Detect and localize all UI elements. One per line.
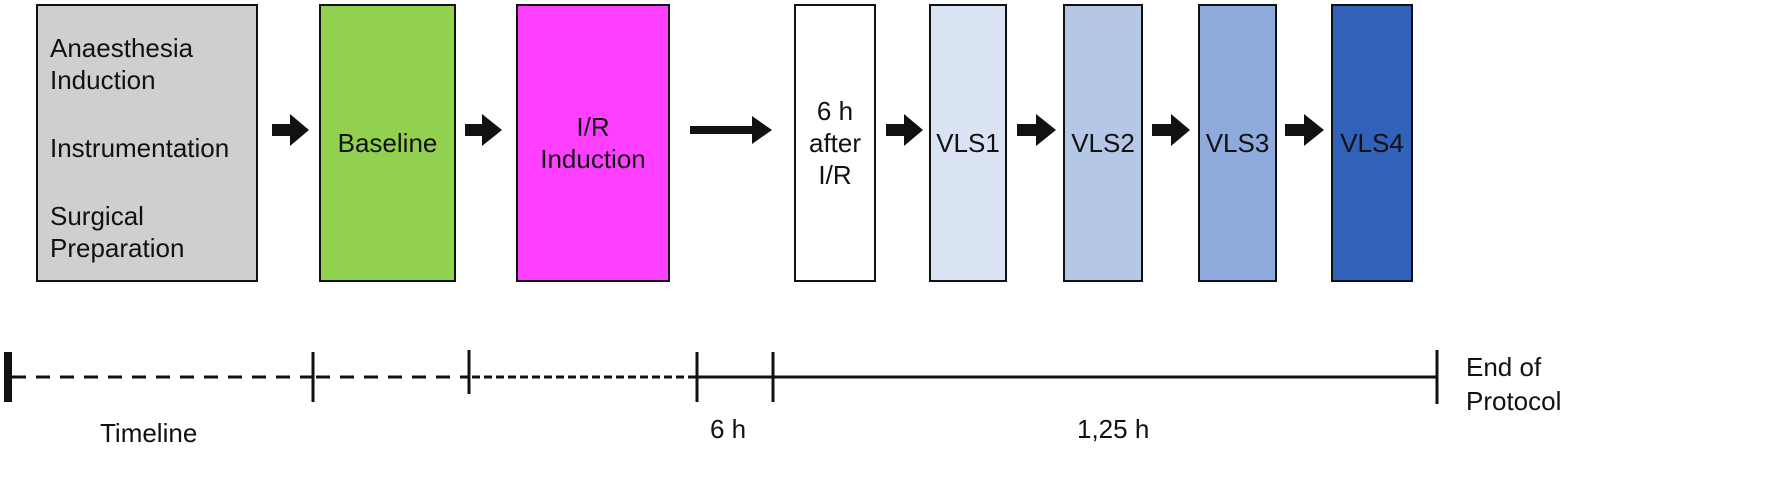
prep-line-preparation: Preparation (50, 233, 185, 263)
right-arrow-icon (886, 114, 923, 146)
vls3-label: VLS3 (1205, 128, 1270, 158)
after-ir-line-1: 6 h (816, 96, 854, 126)
end-line-1: End of (1466, 352, 1542, 382)
prep-line-instrumentation: Instrumentation (50, 133, 230, 163)
vls1-label: VLS1 (936, 128, 1000, 158)
stage-box-ir-induction: I/R Induction (516, 4, 670, 282)
right-arrow-icon (1152, 114, 1190, 146)
vls2-label: VLS2 (1071, 128, 1135, 158)
stage-box-preparation: Anaesthesia Induction Instrumentation Su… (36, 4, 258, 282)
right-arrow-icon (272, 114, 309, 146)
right-arrow-icon (465, 114, 502, 146)
stage-box-6h-after-ir: 6 h after I/R (794, 4, 876, 282)
prep-line-anaesthesia: Anaesthesia (50, 33, 194, 63)
stage-box-vls3: VLS3 (1198, 4, 1277, 282)
after-ir-line-3: I/R (818, 160, 852, 190)
vls4-label: VLS4 (1340, 128, 1404, 158)
ir-line-1: I/R (576, 112, 610, 142)
baseline-label: Baseline (337, 128, 438, 158)
right-arrow-icon (1017, 114, 1056, 146)
end-of-protocol-label: End of Protocol (1466, 350, 1561, 418)
stage-box-vls2: VLS2 (1063, 4, 1143, 282)
stage-box-baseline: Baseline (319, 4, 456, 282)
stage-box-vls1: VLS1 (929, 4, 1007, 282)
prep-line-surgical: Surgical (50, 201, 144, 231)
ir-line-2: Induction (540, 144, 646, 174)
duration-6h-label: 6 h (710, 414, 747, 444)
after-ir-line-2: after (808, 128, 862, 158)
right-arrow-icon (1285, 114, 1324, 146)
prep-line-induction: Induction (50, 65, 156, 95)
right-arrow-icon (690, 116, 772, 144)
stage-box-vls4: VLS4 (1331, 4, 1413, 282)
duration-125h-label: 1,25 h (1077, 414, 1150, 444)
end-line-2: Protocol (1466, 386, 1562, 416)
flow-arrows (272, 114, 1324, 146)
timeline-label: Timeline (100, 418, 198, 448)
